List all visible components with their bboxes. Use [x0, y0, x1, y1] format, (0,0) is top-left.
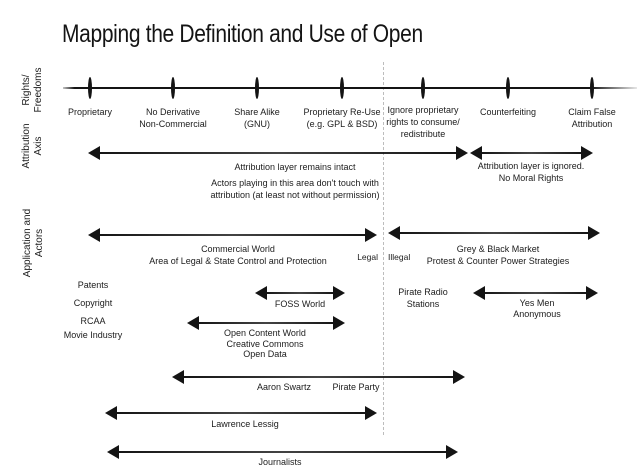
- commercial-world-arrow: [88, 228, 377, 242]
- axis-tick: [506, 77, 510, 99]
- tick-label-proprietary-reuse: Proprietary Re-Use (e.g. GPL & BSD): [303, 107, 381, 129]
- yes-men-label: Yes Men Anonymous: [513, 298, 561, 319]
- tick-label-share-alike: Share Alike (GNU): [234, 107, 280, 129]
- attribution-intact-arrow: [88, 146, 468, 160]
- actor-rcaa: RCAA: [80, 316, 106, 326]
- attribution-intact-note: Actors playing in this area don't touch …: [210, 178, 380, 200]
- pirate-radio-label: Pirate Radio Stations: [398, 287, 448, 309]
- actor-patents: Patents: [77, 280, 109, 290]
- pirate-party-label: Pirate Party: [332, 382, 380, 392]
- rights-axis-line: [63, 87, 637, 89]
- arrow-shaft: [482, 292, 589, 294]
- arrow-shaft: [181, 376, 456, 378]
- grey-black-market-label: Grey & Black Market Protest & Counter Po…: [426, 244, 570, 266]
- lawrence-lessig-arrow: [105, 406, 377, 420]
- axis-tick: [421, 77, 425, 99]
- arrow-shaft: [397, 232, 591, 234]
- arrow-shaft: [97, 152, 459, 154]
- journalists-arrow: [107, 445, 458, 459]
- open-content-arrow: [187, 316, 345, 330]
- aaron-swartz-label: Aaron Swartz: [256, 382, 312, 392]
- tick-label-counterfeiting: Counterfeiting: [479, 107, 537, 117]
- tick-label-proprietary: Proprietary: [67, 107, 112, 117]
- attribution-axis-label: Attribution Axis: [21, 123, 44, 169]
- open-content-label: Open Content World Creative Commons Open…: [224, 328, 306, 359]
- tick-label-claim-false: Claim False Attribution: [568, 107, 616, 129]
- axis-tick: [590, 77, 594, 99]
- commercial-world-label: Commercial World Area of Legal & State C…: [149, 244, 327, 266]
- axis-tick: [340, 77, 344, 99]
- attribution-intact-label: Attribution layer remains intact: [234, 162, 356, 172]
- legal-illegal-divider: [383, 62, 384, 435]
- lawrence-lessig-label: Lawrence Lessig: [211, 419, 279, 429]
- arrow-shaft: [196, 322, 336, 324]
- arrow-shaft: [264, 292, 336, 294]
- slide-title: Mapping the Definition and Use of Open: [62, 20, 423, 48]
- arrow-shaft: [114, 412, 368, 414]
- axis-tick: [255, 77, 259, 99]
- arrow-shaft: [97, 234, 368, 236]
- axis-tick: [171, 77, 175, 99]
- application-actors-axis-label: Application and Actors: [22, 208, 45, 278]
- axis-tick: [88, 77, 92, 99]
- foss-world-label: FOSS World: [274, 299, 326, 309]
- actor-movie-industry: Movie Industry: [63, 330, 123, 340]
- illegal-label: Illegal: [388, 252, 411, 262]
- arrow-shaft: [479, 152, 584, 154]
- aaron-swartz-pirate-party-arrow: [172, 370, 465, 384]
- journalists-label: Journalists: [258, 457, 302, 467]
- grey-black-market-arrow: [388, 226, 600, 240]
- actor-copyright: Copyright: [73, 298, 113, 308]
- foss-world-arrow: [255, 286, 345, 300]
- arrow-shaft: [116, 451, 449, 453]
- tick-label-ignore-proprietary: Ignore proprietary rights to consume/ re…: [386, 105, 460, 139]
- attribution-ignored-arrow: [470, 146, 593, 160]
- yes-men-arrow: [473, 286, 598, 300]
- tick-label-no-derivative: No Derivative Non-Commercial: [139, 107, 207, 129]
- legal-label: Legal: [357, 252, 378, 262]
- attribution-ignored-label: Attribution layer is ignored. No Moral R…: [477, 161, 585, 183]
